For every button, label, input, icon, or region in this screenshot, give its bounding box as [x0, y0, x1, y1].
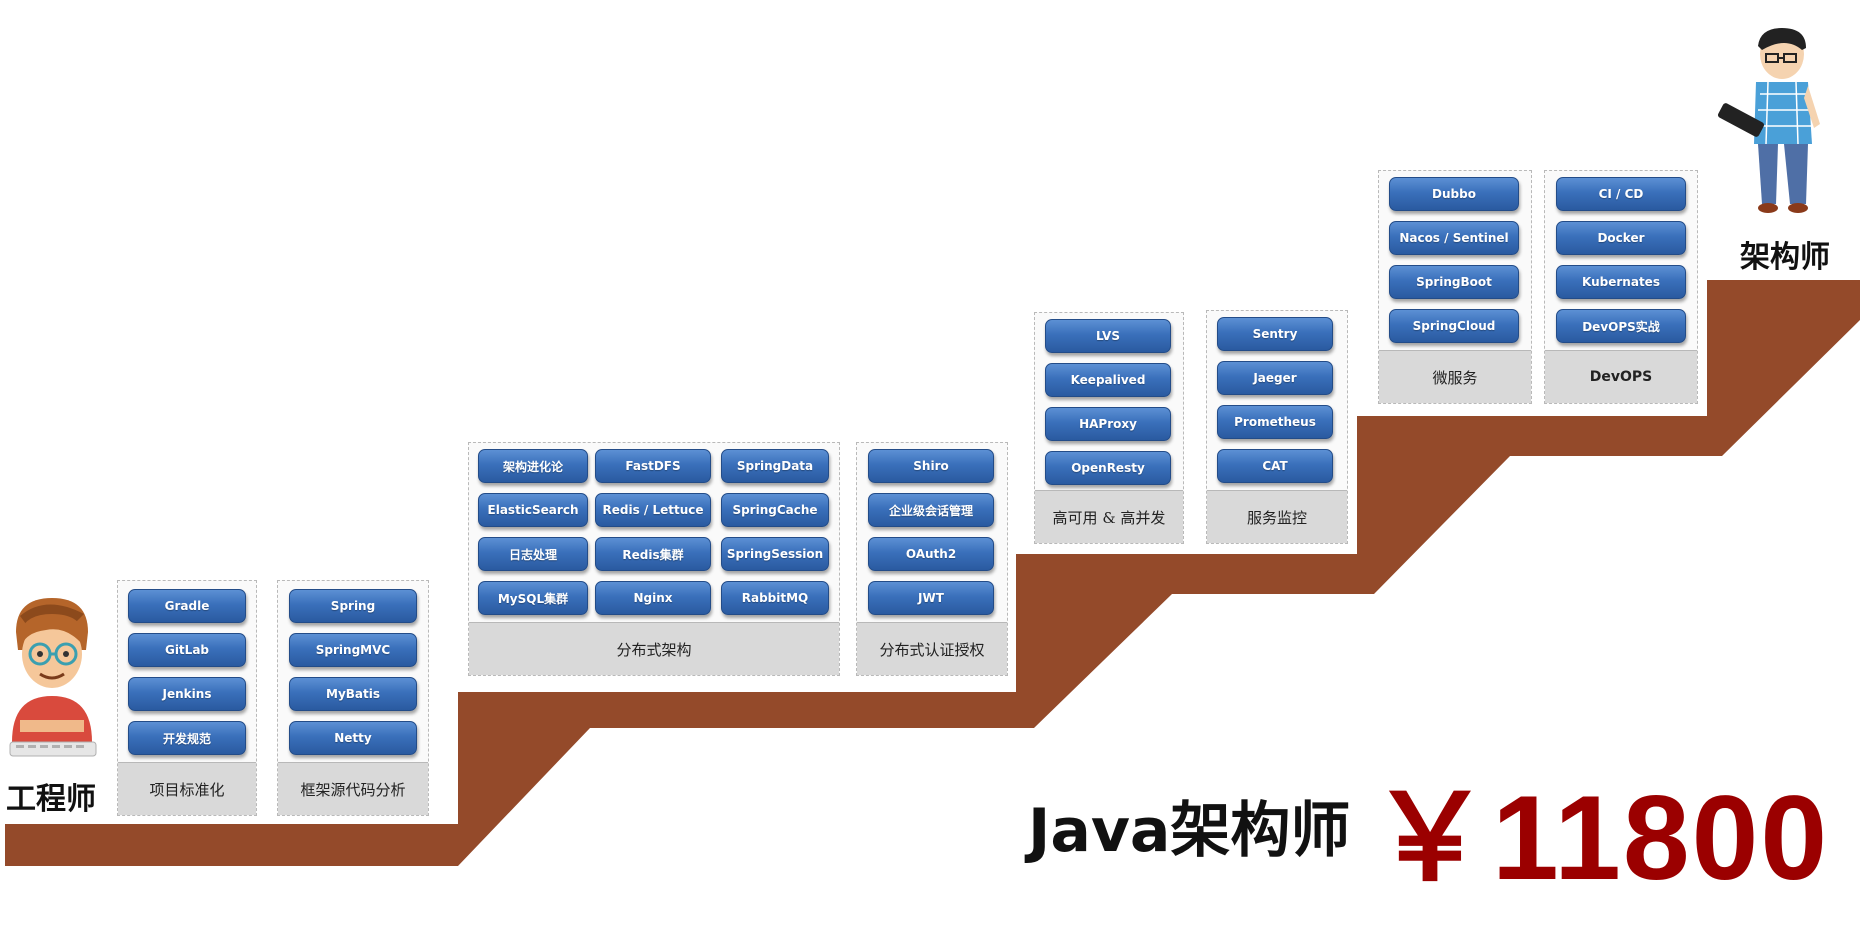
stage-label: 高可用 & 高并发	[1035, 490, 1183, 543]
architect-avatar-icon	[1717, 28, 1820, 213]
skill-pill: OAuth2	[868, 537, 994, 571]
skill-pill: 日志处理	[478, 537, 588, 571]
stage-box-distributed-auth: Shiro 企业级会话管理 OAuth2 JWT 分布式认证授权	[856, 442, 1008, 676]
skill-pill: OpenResty	[1045, 451, 1171, 485]
skill-pill: SpringMVC	[289, 633, 417, 667]
skill-pill: 企业级会话管理	[868, 493, 994, 527]
skill-pill: Nacos / Sentinel	[1389, 221, 1519, 255]
course-title: Java架构师	[1028, 796, 1351, 866]
stage-label: 框架源代码分析	[278, 762, 428, 815]
skill-pill: DevOPS实战	[1556, 309, 1686, 343]
stair-shape	[5, 280, 1860, 866]
stage-box-microservices: Dubbo Nacos / Sentinel SpringBoot Spring…	[1378, 170, 1532, 404]
skill-pill: JWT	[868, 581, 994, 615]
skill-pill: MyBatis	[289, 677, 417, 711]
skill-pill: Redis集群	[595, 537, 711, 571]
stage-label: 服务监控	[1207, 490, 1347, 543]
stage-box-service-monitoring: Sentry Jaeger Prometheus CAT 服务监控	[1206, 310, 1348, 544]
skill-pill: Docker	[1556, 221, 1686, 255]
role-end-label: 架构师	[1740, 240, 1830, 275]
skill-pill: SpringData	[721, 449, 829, 483]
course-price: ￥11800	[1370, 771, 1830, 905]
stage-box-project-standardization: Gradle GitLab Jenkins 开发规范 项目标准化	[117, 580, 257, 816]
role-start-label: 工程师	[6, 782, 96, 817]
skill-pill: SpringBoot	[1389, 265, 1519, 299]
skill-pill: HAProxy	[1045, 407, 1171, 441]
skill-pill: ElasticSearch	[478, 493, 588, 527]
skill-pill: SpringCloud	[1389, 309, 1519, 343]
skill-pill: Keepalived	[1045, 363, 1171, 397]
skill-pill: Jenkins	[128, 677, 246, 711]
stage-label: 项目标准化	[118, 762, 256, 815]
skill-pill: RabbitMQ	[721, 581, 829, 615]
skill-pill: Gradle	[128, 589, 246, 623]
skill-pill: FastDFS	[595, 449, 711, 483]
skill-pill: Jaeger	[1217, 361, 1333, 395]
skill-pill: CI / CD	[1556, 177, 1686, 211]
skill-pill: Dubbo	[1389, 177, 1519, 211]
stage-box-devops: CI / CD Docker Kubernates DevOPS实战 DevOP…	[1544, 170, 1698, 404]
skill-pill: GitLab	[128, 633, 246, 667]
skill-pill: Sentry	[1217, 317, 1333, 351]
stage-box-high-availability: LVS Keepalived HAProxy OpenResty 高可用 & 高…	[1034, 312, 1184, 544]
skill-pill: Nginx	[595, 581, 711, 615]
skill-pill: SpringSession	[721, 537, 829, 571]
stage-label: DevOPS	[1545, 350, 1697, 403]
stage-box-distributed-architecture: 架构进化论 FastDFS SpringData ElasticSearch R…	[468, 442, 840, 676]
stage-label: 分布式认证授权	[857, 622, 1007, 675]
skill-pill: Redis / Lettuce	[595, 493, 711, 527]
skill-pill: Netty	[289, 721, 417, 755]
skill-pill: CAT	[1217, 449, 1333, 483]
skill-pill: 架构进化论	[478, 449, 588, 483]
skill-pill: Shiro	[868, 449, 994, 483]
stage-label: 微服务	[1379, 350, 1531, 403]
skill-pill: MySQL集群	[478, 581, 588, 615]
skill-pill: 开发规范	[128, 721, 246, 755]
skill-pill: Spring	[289, 589, 417, 623]
stage-label: 分布式架构	[469, 622, 839, 675]
stage-box-framework-source: Spring SpringMVC MyBatis Netty 框架源代码分析	[277, 580, 429, 816]
skill-pill: SpringCache	[721, 493, 829, 527]
skill-pill: Kubernates	[1556, 265, 1686, 299]
skill-pill: LVS	[1045, 319, 1171, 353]
engineer-avatar-icon	[9, 598, 97, 757]
skill-pill: Prometheus	[1217, 405, 1333, 439]
